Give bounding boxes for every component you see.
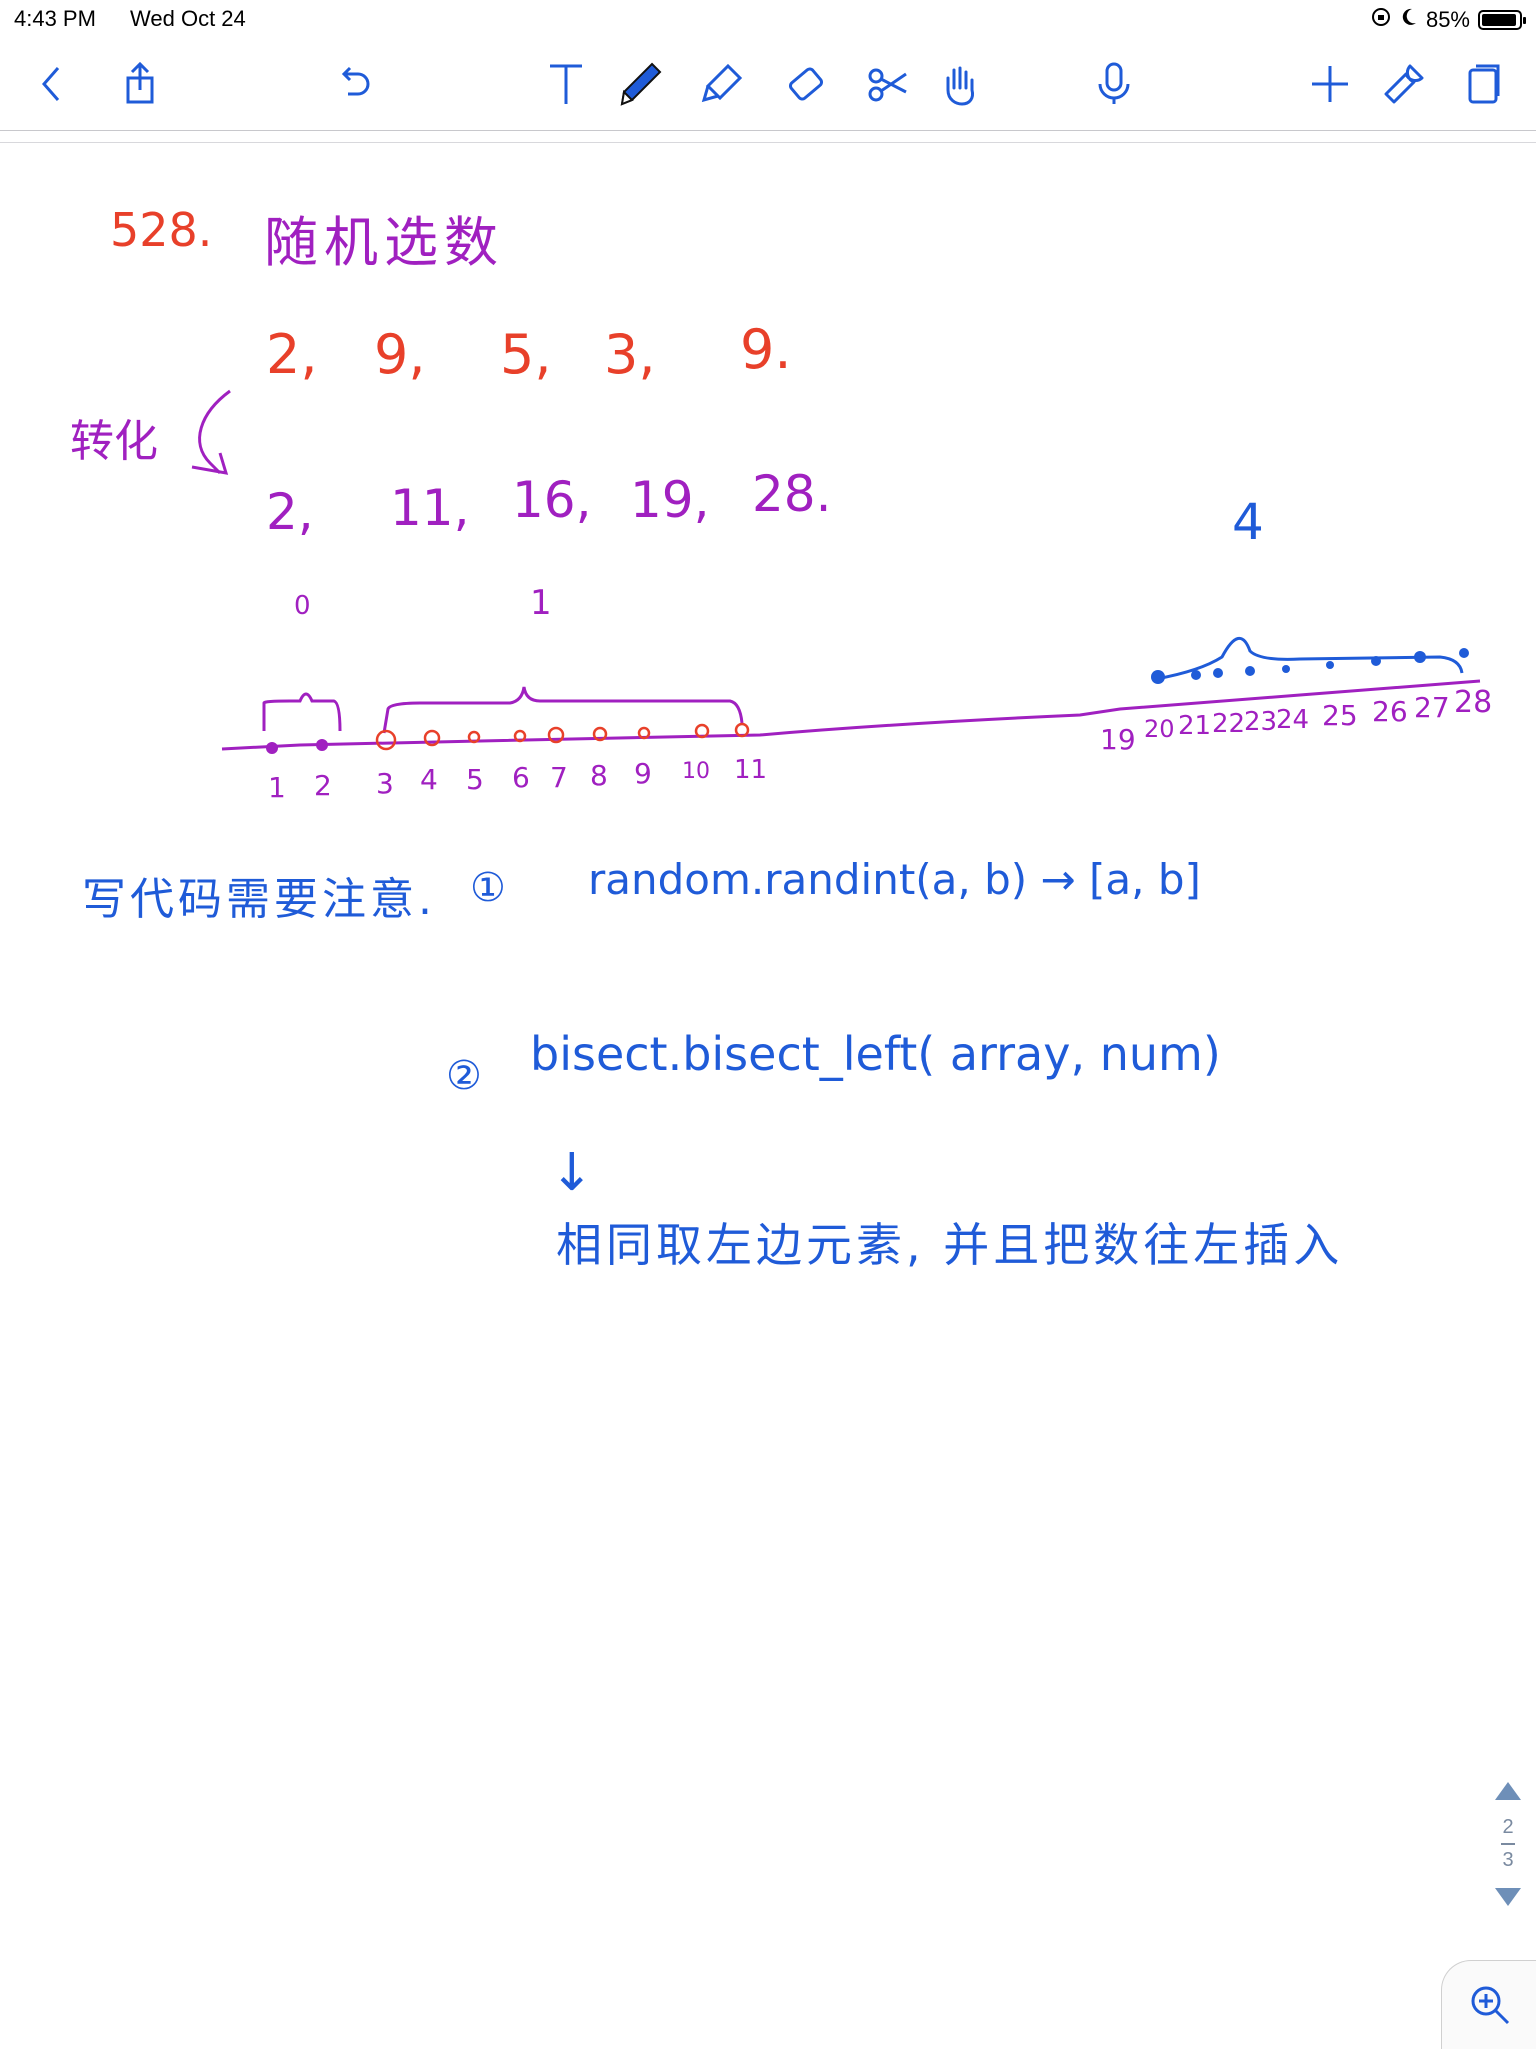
- add-button[interactable]: [1302, 56, 1358, 112]
- group-label: 1: [530, 583, 552, 623]
- status-date: Wed Oct 24: [130, 6, 246, 31]
- title-chinese: 随机选数: [264, 211, 504, 274]
- axis-tick-label: 8: [590, 759, 608, 792]
- axis-tick-label: 24: [1276, 705, 1310, 735]
- axis-tick-label: 20: [1144, 715, 1175, 743]
- item2-marker: ②: [446, 1053, 482, 1099]
- back-icon: [42, 67, 60, 101]
- axis-tick-label: 7: [550, 761, 568, 794]
- highlighter-icon: [701, 63, 743, 103]
- code-note-heading: 写代码需要注意.: [82, 874, 436, 925]
- row2-item: 11,: [390, 479, 470, 537]
- title-number: 528.: [110, 203, 213, 257]
- axis-tick-label: 1: [268, 771, 286, 804]
- total-pages: 3: [1502, 1849, 1514, 1871]
- add-icon: [1312, 66, 1348, 102]
- axis-tick-label: 26: [1372, 695, 1408, 728]
- page-navigator: 2 3: [1488, 1780, 1528, 1920]
- axis-tick-label: 5: [466, 763, 484, 796]
- transform-label: 转化: [70, 416, 158, 467]
- axis-tick-label: 9: [634, 757, 652, 790]
- hand-button[interactable]: [932, 56, 988, 112]
- wrench-icon: [1384, 64, 1424, 104]
- moon-icon: [1400, 7, 1418, 33]
- axis-tick-label: 21: [1178, 711, 1212, 741]
- row2-item: 2,: [266, 483, 314, 541]
- share-button[interactable]: [112, 56, 168, 112]
- axis-tick-label: 22: [1212, 709, 1246, 739]
- group-label: 0: [294, 591, 311, 621]
- axis-tick-label: 27: [1414, 691, 1450, 724]
- row2-item: 28.: [752, 465, 832, 523]
- axis-tick-label: 23: [1244, 707, 1278, 737]
- undo-button[interactable]: [326, 56, 382, 112]
- note-canvas[interactable]: 528. 随机选数 2, 9, 5, 3, 9. 转化 2, 11, 16, 1…: [0, 143, 1536, 2048]
- axis-tick-label: 2: [314, 769, 332, 802]
- rotation-lock-icon: [1370, 6, 1392, 34]
- axis-tick-label: 4: [420, 763, 438, 796]
- status-time: 4:43 PM: [14, 6, 96, 31]
- point-marker: [266, 742, 278, 754]
- curved-arrow-icon: [191, 389, 231, 475]
- zoom-in-icon: [1471, 1986, 1510, 2025]
- undo-icon: [341, 66, 370, 96]
- share-icon: [126, 61, 154, 104]
- item2-note: 相同取左边元素, 并且把数往左插入: [556, 1218, 1344, 1272]
- zoom-button[interactable]: [1441, 1960, 1536, 2049]
- point-marker: [316, 739, 328, 751]
- eraser-button[interactable]: [778, 56, 834, 112]
- text-tool-button[interactable]: [538, 56, 594, 112]
- page-divider: [1501, 1843, 1515, 1845]
- down-arrow: ↓: [550, 1143, 594, 1203]
- axis-tick-label: 6: [512, 761, 530, 794]
- microphone-button[interactable]: [1086, 56, 1142, 112]
- pages-button[interactable]: [1456, 56, 1512, 112]
- pen-tool-button[interactable]: [612, 56, 668, 112]
- row2-item: 19,: [630, 471, 710, 529]
- battery-percent: 85%: [1425, 7, 1470, 32]
- settings-button[interactable]: [1376, 56, 1432, 112]
- axis-tick-label: 25: [1322, 699, 1358, 732]
- row1-item: 2,: [266, 323, 318, 386]
- item1-marker: ①: [470, 865, 506, 911]
- pen-tool-icon: [620, 62, 662, 106]
- battery-icon: [1478, 10, 1526, 30]
- lasso-button[interactable]: [860, 56, 916, 112]
- row1-item: 9.: [740, 318, 792, 381]
- toolbar: [0, 40, 1536, 131]
- row1-item: 5,: [500, 323, 552, 386]
- axis-tick-label: 19: [1100, 723, 1136, 756]
- axis-tick-label: 3: [376, 767, 394, 800]
- number-line: [221, 637, 1481, 754]
- status-bar: 4:43 PM Wed Oct 24 85%: [0, 0, 1536, 40]
- status-right: 85%: [1370, 6, 1526, 34]
- row2-item: 16,: [512, 471, 592, 529]
- eraser-icon: [788, 67, 824, 101]
- current-page: 2: [1502, 1816, 1514, 1838]
- row1-item: 3,: [604, 323, 656, 386]
- item2-text: bisect.bisect_left( array, num): [530, 1027, 1221, 1081]
- scissors-icon: [868, 68, 907, 102]
- hand-icon: [946, 66, 974, 106]
- page-down-icon[interactable]: [1493, 1886, 1523, 1908]
- page-up-icon[interactable]: [1493, 1780, 1523, 1802]
- microphone-icon: [1098, 62, 1130, 104]
- pages-icon: [1468, 64, 1500, 104]
- back-button[interactable]: [24, 56, 80, 112]
- row1-item: 9,: [374, 323, 426, 386]
- item1-text: random.randint(a, b) → [a, b]: [588, 855, 1201, 904]
- text-tool-icon: [550, 64, 582, 104]
- group-label: 4: [1232, 493, 1264, 551]
- axis-tick-label: 11: [734, 755, 768, 785]
- toolbar-divider: [0, 142, 1536, 143]
- axis-tick-label: 10: [682, 759, 710, 784]
- highlighter-button[interactable]: [694, 56, 750, 112]
- axis-tick-label: 28: [1454, 685, 1493, 720]
